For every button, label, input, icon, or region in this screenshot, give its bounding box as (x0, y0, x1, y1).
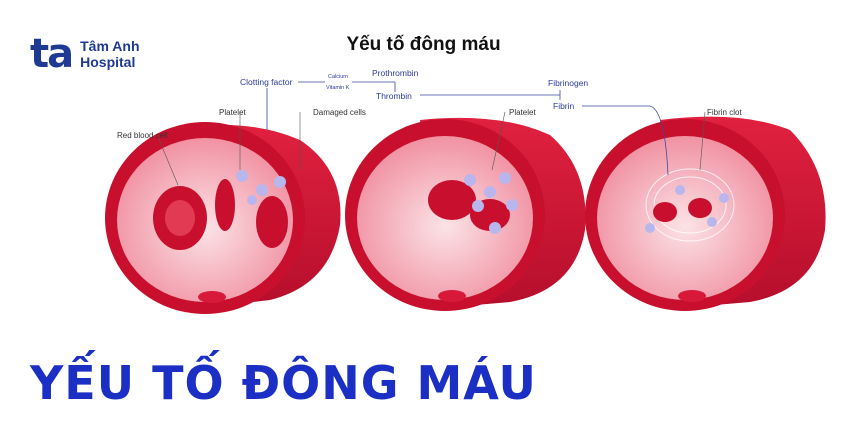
label-platelet-1: Platelet (219, 108, 246, 117)
label-prothrombin: Prothrombin (372, 68, 419, 78)
label-damaged-cells: Damaged cells (313, 108, 366, 117)
hospital-logo: ta Tâm Anh Hospital (30, 34, 140, 74)
vessel-2 (345, 117, 586, 311)
label-leaders (157, 111, 706, 186)
label-red-blood-cell: Red blood cell (117, 131, 168, 140)
label-fibrin: Fibrin (553, 101, 575, 111)
logo-name-line1: Tâm Anh (80, 38, 140, 54)
vessel-1 (105, 122, 341, 314)
label-vitamin-k: Vitamin K (326, 85, 350, 91)
diagram-title: Yếu tố đông máu (346, 34, 501, 55)
label-thrombin: Thrombin (376, 91, 412, 101)
label-fibrinogen: Fibrinogen (548, 78, 589, 88)
logo-name: Tâm Anh Hospital (80, 38, 139, 70)
label-fibrin-clot: Fibrin clot (707, 108, 742, 117)
logo-mark: ta (30, 31, 74, 77)
platelet (236, 170, 248, 182)
label-calcium: Calcium (328, 74, 348, 80)
vessel-3 (585, 116, 826, 311)
logo-name-line2: Hospital (80, 54, 136, 70)
label-platelet-2: Platelet (509, 108, 536, 117)
headline: YẾU TỐ ĐÔNG MÁU (30, 356, 537, 410)
cascade-lines (266, 81, 669, 176)
label-clotting-factor: Clotting factor (240, 77, 293, 87)
